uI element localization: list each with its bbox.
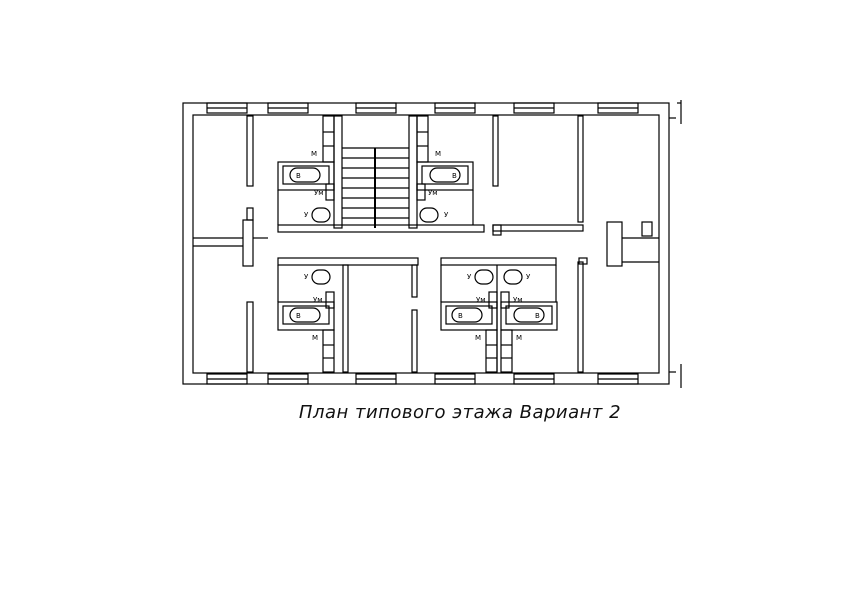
toilet-label: У: [304, 273, 309, 281]
bath-label: В: [296, 312, 301, 320]
bathroom-upper-right: [416, 115, 474, 225]
lower-corridor-wall-right: [440, 257, 557, 266]
bath-label: В: [296, 172, 301, 180]
washer-label: М: [311, 150, 317, 158]
toilet-label: У: [467, 273, 472, 281]
bathroom-lower-mid-b: [500, 265, 558, 373]
bath-label: В: [452, 172, 457, 180]
wall-right-upper: [577, 115, 584, 223]
bath-label: В: [535, 312, 540, 320]
bath-label: В: [458, 312, 463, 320]
bottom-windows: [206, 373, 639, 385]
door-jamb-left: [242, 219, 254, 267]
toilet-label: У: [304, 211, 309, 219]
bathroom-lower-left: [277, 265, 335, 373]
top-windows: [206, 102, 639, 114]
wall-stub-left: [246, 207, 254, 221]
fixture-labels: В В В В В У У У У У Ум Ум Ум Ум Ум М М М…: [296, 150, 540, 342]
wall-left-upper: [246, 115, 254, 187]
washer-label: М: [435, 150, 441, 158]
door-jamb-right: [606, 221, 623, 267]
sink-label: Ум: [313, 296, 323, 304]
toilet-label: У: [526, 273, 531, 281]
sink-label: Ум: [476, 296, 486, 304]
upper-right-wall: [492, 224, 584, 232]
washer-label: М: [475, 334, 481, 342]
outer-wall: [182, 102, 670, 385]
sink-label: Ум: [428, 189, 438, 197]
toilet-label: У: [444, 211, 449, 219]
wall-lower-c: [411, 309, 418, 373]
inner-wall: [192, 114, 660, 374]
wall-mid-upper: [492, 115, 499, 187]
bathroom-upper-left: [277, 115, 335, 225]
sink-label: Ум: [513, 296, 523, 304]
washer-label: М: [516, 334, 522, 342]
bathroom-lower-mid-a: [440, 265, 498, 373]
plan-caption: План типового этажа Вариант 2: [298, 402, 622, 423]
lower-corridor-wall-left: [277, 257, 419, 266]
wall-stub-right: [641, 221, 653, 237]
sink-label: Ум: [314, 189, 324, 197]
wall-right-lower: [577, 261, 584, 373]
wall-lower-a: [342, 264, 349, 373]
wall-lower-b: [411, 264, 418, 298]
staircase: [333, 115, 418, 229]
upper-corridor-wall: [277, 224, 485, 233]
wall-left-lower: [246, 301, 254, 373]
washer-label: М: [312, 334, 318, 342]
